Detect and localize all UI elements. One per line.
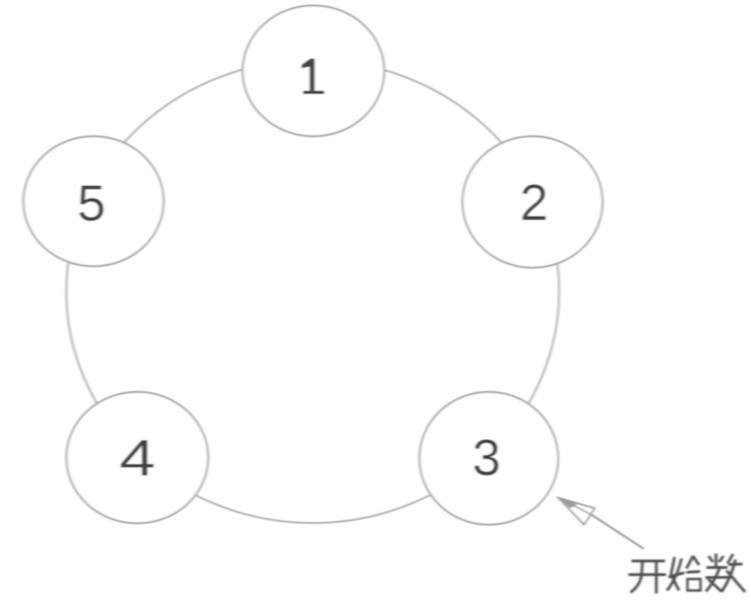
svg-text:3: 3: [472, 429, 500, 486]
svg-text:5: 5: [77, 175, 105, 232]
svg-text:2: 2: [520, 174, 548, 231]
svg-text:4: 4: [119, 430, 155, 487]
